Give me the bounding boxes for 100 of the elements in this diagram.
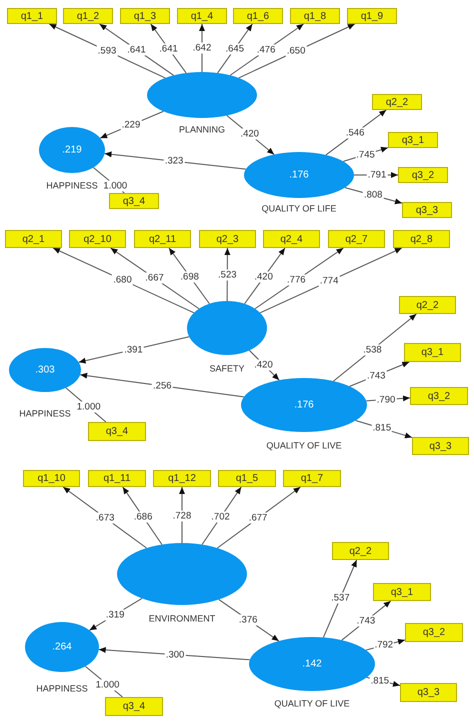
- indicator-box: q3_3: [402, 202, 452, 218]
- arrow: [238, 24, 356, 78]
- construct-name: QUALITY OF LIFE: [262, 204, 336, 214]
- indicator-box: q2_8: [393, 230, 450, 248]
- indicator-box: q1_6: [233, 8, 283, 24]
- edge-label: .256: [152, 380, 173, 392]
- edge-label: .815: [370, 675, 390, 686]
- indicator-box: q3_1: [388, 132, 438, 148]
- arrow: [322, 560, 358, 638]
- ellipse-value: .176: [294, 400, 314, 410]
- indicator-box: q2_10: [69, 230, 126, 248]
- edge-label: .645: [224, 43, 245, 54]
- indicator-box: q2_2: [399, 296, 456, 314]
- indicator-box: q3_4: [109, 193, 159, 209]
- ellipse-value: .142: [302, 658, 322, 670]
- arrow: [110, 248, 200, 310]
- arrow: [104, 151, 246, 170]
- edge-label: .728: [172, 510, 192, 522]
- arrow: [248, 350, 280, 381]
- indicator-box: q3_4: [105, 697, 163, 716]
- edge-label: .319: [104, 609, 126, 620]
- arrow: [179, 486, 185, 544]
- arrow: [244, 248, 286, 304]
- arrow: [332, 314, 417, 382]
- arrow: [254, 248, 344, 310]
- indicator-box: q1_11: [88, 470, 146, 487]
- arrow: [48, 24, 166, 78]
- indicator-box: q1_8: [290, 8, 340, 24]
- edge-label: .774: [318, 276, 340, 287]
- edge-label: .815: [372, 422, 392, 434]
- ellipse-value: .264: [52, 642, 72, 652]
- arrow: [62, 486, 147, 549]
- indicator-box: q2_11: [134, 230, 191, 248]
- indicator-box: q1_7: [283, 470, 341, 487]
- ellipse-value: .176: [289, 170, 309, 180]
- indicator-box: q3_1: [373, 583, 431, 601]
- edge-label: .698: [179, 271, 200, 282]
- edge-label: .673: [94, 512, 116, 524]
- edge-label: .593: [96, 45, 118, 56]
- indicator-box: q2_7: [328, 230, 385, 248]
- edge-label: 1.000: [102, 180, 128, 192]
- construct-name: SAFETY: [210, 364, 244, 374]
- indicator-box: q1_3: [120, 8, 170, 24]
- indicator-box: q1_10: [23, 470, 80, 487]
- arrow: [202, 486, 242, 546]
- edge-label: .642: [192, 42, 212, 54]
- edge-label: .229: [120, 120, 142, 131]
- indicator-box: q2_3: [199, 230, 256, 248]
- construct-name: HAPPINESS: [46, 180, 98, 192]
- arrow: [150, 24, 187, 74]
- arrow: [230, 24, 304, 76]
- indicator-box: q3_2: [410, 387, 468, 405]
- edge-label: 1.000: [76, 402, 102, 413]
- edge-label: .420: [239, 128, 260, 140]
- edge-label: .743: [356, 615, 376, 626]
- edge-label: .420: [253, 272, 274, 283]
- edge-label: .641: [126, 44, 147, 56]
- edge-label: .677: [248, 512, 268, 524]
- arrow: [224, 248, 230, 302]
- edge-label: 1.000: [94, 679, 120, 690]
- construct-name: PLANNING: [179, 124, 225, 136]
- arrow: [80, 372, 244, 398]
- edge-label: .391: [123, 344, 144, 356]
- indicator-box: q1_12: [153, 470, 211, 487]
- edge-label: .702: [210, 512, 231, 523]
- indicator-box: q1_5: [218, 470, 276, 487]
- edge-label: .376: [238, 614, 258, 626]
- indicator-box: q3_2: [398, 167, 448, 183]
- arrow: [78, 336, 190, 364]
- edge-label: .776: [286, 274, 307, 286]
- edge-label: .791: [366, 170, 388, 180]
- indicator-box: q2_1: [5, 230, 62, 248]
- indicator-box: q3_1: [404, 343, 461, 362]
- edge-label: .300: [164, 649, 186, 660]
- edge-label: .523: [217, 270, 238, 280]
- construct-name: QUALITY OF LIVE: [274, 698, 350, 710]
- edge-label: .790: [376, 394, 396, 406]
- indicator-box: q3_2: [405, 623, 463, 642]
- arrow: [216, 486, 301, 548]
- arrow: [260, 248, 402, 314]
- arrow: [99, 24, 174, 76]
- edge-label: .546: [344, 128, 366, 139]
- indicator-box: q3_4: [88, 422, 146, 441]
- arrow: [168, 248, 210, 304]
- edge-label: .808: [362, 190, 384, 201]
- indicator-box: q1_2: [63, 8, 113, 24]
- indicator-box: q2_2: [332, 542, 389, 560]
- edge-label: .667: [144, 272, 165, 284]
- construct-name: HAPPINESS: [19, 408, 71, 420]
- arrow: [226, 115, 275, 155]
- indicator-box: q1_9: [347, 8, 397, 24]
- edge-label: .538: [362, 344, 383, 356]
- arrow: [325, 110, 387, 156]
- edge-label: .792: [374, 640, 394, 651]
- arrow: [98, 646, 250, 660]
- arrow: [122, 486, 162, 546]
- edge-label: .686: [132, 511, 154, 522]
- arrow: [52, 248, 194, 314]
- indicator-box: q1_4: [177, 8, 227, 24]
- indicator-box: q1_1: [7, 8, 57, 24]
